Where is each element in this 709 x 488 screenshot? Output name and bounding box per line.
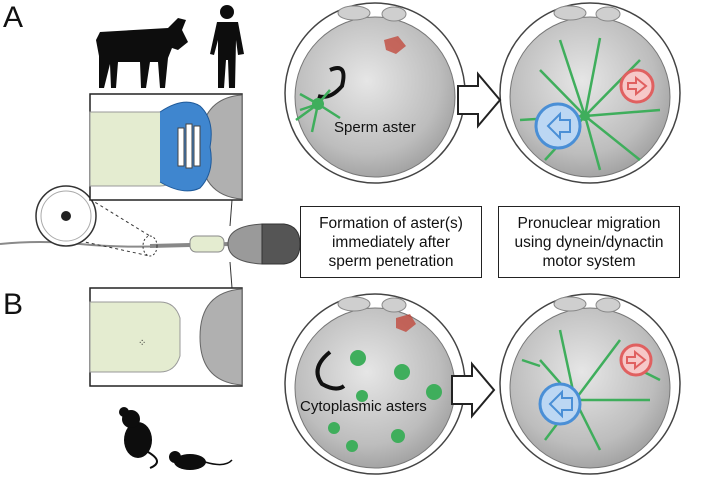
egg-b2 xyxy=(499,293,681,475)
migration-caption-box: Pronuclear migration using dynein/dynact… xyxy=(498,206,680,278)
egg-a1 xyxy=(284,2,466,184)
sperm-cell xyxy=(0,223,301,265)
arrow-b xyxy=(451,361,496,419)
axoneme-cross-section xyxy=(35,185,97,247)
formation-line-2: immediately after xyxy=(331,233,450,251)
svg-text:⁘: ⁘ xyxy=(138,338,146,349)
arrow-a xyxy=(457,71,502,129)
sperm-aster-label: Sperm aster xyxy=(334,119,416,136)
sperm-neck-zoom-a xyxy=(89,93,243,201)
formation-caption-box: Formation of aster(s) immediately after … xyxy=(300,206,482,278)
migration-line-1: Pronuclear migration xyxy=(517,214,661,232)
formation-line-1: Formation of aster(s) xyxy=(319,214,463,232)
mouse-walking-silhouette xyxy=(169,451,233,470)
egg-b1 xyxy=(284,293,466,475)
migration-line-2: using dynein/dynactin xyxy=(514,233,664,251)
cow-silhouette xyxy=(96,18,188,88)
human-silhouette xyxy=(210,5,244,88)
cytoplasmic-asters-label: Cytoplasmic asters xyxy=(300,398,427,415)
sperm-neck-zoom-b: ⁘ xyxy=(89,287,243,387)
panel-label-a: A xyxy=(3,1,24,34)
egg-a2 xyxy=(499,2,681,184)
mouse-upright-silhouette xyxy=(119,407,158,469)
formation-line-3: sperm penetration xyxy=(328,252,454,270)
migration-line-3: motor system xyxy=(542,252,636,270)
panel-label-b: B xyxy=(3,288,24,321)
